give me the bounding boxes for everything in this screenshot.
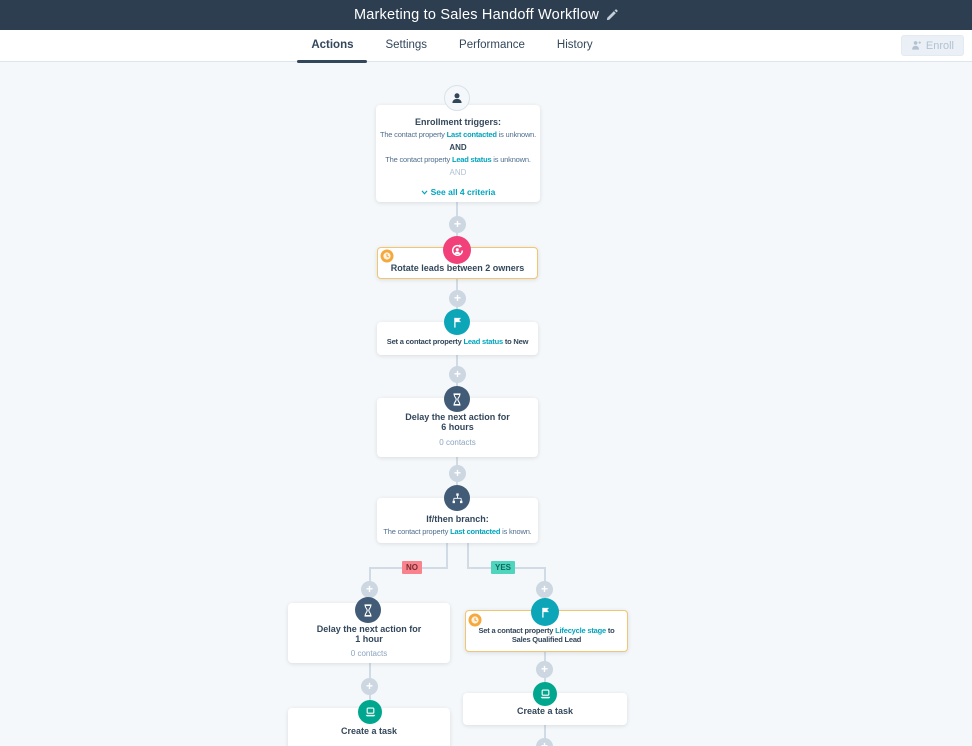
create-task-label: Create a task bbox=[516, 706, 574, 716]
add-action-button[interactable]: + bbox=[536, 661, 553, 678]
trigger-title: Enrollment triggers: bbox=[414, 117, 501, 127]
warning-clock-icon bbox=[468, 613, 482, 627]
chevron-down-icon bbox=[421, 189, 428, 195]
set-property-flag-icon bbox=[444, 309, 470, 335]
delay-line-2: 6 hours bbox=[441, 422, 474, 432]
task-laptop-icon bbox=[358, 700, 382, 724]
plus-icon: + bbox=[453, 367, 461, 381]
delay-line-2: 1 hour bbox=[355, 634, 383, 644]
enroll-button[interactable]: Enroll bbox=[900, 35, 964, 56]
trigger-and-2: AND bbox=[449, 168, 467, 177]
contact-trigger-icon bbox=[444, 85, 470, 111]
enrollment-trigger-card[interactable]: Enrollment triggers: The contact propert… bbox=[376, 105, 540, 202]
see-all-criteria-link[interactable]: See all 4 criteria bbox=[376, 187, 540, 197]
rotate-owner-icon bbox=[443, 236, 471, 264]
tab-actions[interactable]: Actions bbox=[295, 30, 369, 63]
plus-icon: + bbox=[365, 679, 373, 693]
branch-sitemap-icon bbox=[444, 485, 470, 511]
branch-no-label: NO bbox=[402, 561, 422, 574]
trigger-criteria-1: The contact property Last contacted is u… bbox=[379, 130, 537, 139]
add-action-button[interactable]: + bbox=[361, 678, 378, 695]
delay-contacts-count: 0 contacts bbox=[350, 649, 388, 658]
tab-bar: Actions Settings Performance History Enr… bbox=[0, 30, 972, 63]
add-action-button[interactable]: + bbox=[536, 581, 553, 598]
delay-hourglass-icon bbox=[444, 386, 470, 412]
tab-group: Actions Settings Performance History bbox=[0, 30, 972, 63]
set-property-flag-icon bbox=[531, 598, 559, 626]
plus-icon: + bbox=[453, 291, 461, 305]
add-action-button[interactable]: + bbox=[449, 216, 466, 233]
rotate-leads-label: Rotate leads between 2 owners bbox=[390, 263, 525, 273]
delay-line-1: Delay the next action for bbox=[405, 412, 510, 422]
warning-clock-icon bbox=[380, 249, 394, 263]
delay-hourglass-icon bbox=[355, 597, 381, 623]
trigger-and-1: AND bbox=[449, 143, 467, 152]
connector-line bbox=[544, 723, 546, 746]
create-task-label: Create a task bbox=[340, 726, 398, 736]
branch-yes-label: YES bbox=[491, 561, 516, 574]
edit-title-icon[interactable] bbox=[606, 9, 618, 21]
set-lifecycle-line-1: Set a contact property Lifecycle stage t… bbox=[478, 626, 615, 635]
plus-icon: + bbox=[365, 582, 373, 596]
plus-icon: + bbox=[453, 217, 461, 231]
trigger-criteria-2: The contact property Lead status is unkn… bbox=[385, 155, 531, 164]
tab-settings[interactable]: Settings bbox=[385, 39, 428, 51]
set-lead-status-label: Set a contact property Lead status to Ne… bbox=[386, 337, 529, 346]
connector-line-branch-stub-right bbox=[467, 542, 469, 569]
delay-line-1: Delay the next action for bbox=[316, 624, 422, 634]
set-lifecycle-stage-card[interactable]: Set a contact property Lifecycle stage t… bbox=[465, 610, 628, 652]
enroll-label: Enroll bbox=[925, 39, 954, 52]
connector-line-branch-stub-left bbox=[446, 542, 448, 569]
branch-condition: The contact property Last contacted is k… bbox=[383, 527, 532, 536]
add-action-button[interactable]: + bbox=[449, 290, 466, 307]
enroll-icon bbox=[911, 41, 921, 50]
tab-history[interactable]: History bbox=[556, 39, 593, 51]
set-lifecycle-line-2: Sales Qualified Lead bbox=[511, 635, 582, 644]
page-title: Marketing to Sales Handoff Workflow bbox=[353, 7, 600, 23]
add-action-button[interactable]: + bbox=[449, 366, 466, 383]
create-task-card[interactable]: Create a task bbox=[463, 693, 627, 725]
add-action-button[interactable]: + bbox=[536, 738, 553, 746]
task-laptop-icon bbox=[533, 682, 557, 706]
branch-title: If/then branch: bbox=[426, 514, 489, 524]
plus-icon: + bbox=[540, 739, 548, 746]
tab-performance[interactable]: Performance bbox=[459, 39, 525, 51]
delay-contacts-count: 0 contacts bbox=[439, 438, 476, 447]
plus-icon: + bbox=[453, 466, 461, 480]
workflow-header: Marketing to Sales Handoff Workflow bbox=[0, 0, 972, 30]
plus-icon: + bbox=[540, 662, 548, 676]
add-action-button[interactable]: + bbox=[449, 465, 466, 482]
plus-icon: + bbox=[540, 582, 548, 596]
add-action-button[interactable]: + bbox=[361, 581, 378, 598]
